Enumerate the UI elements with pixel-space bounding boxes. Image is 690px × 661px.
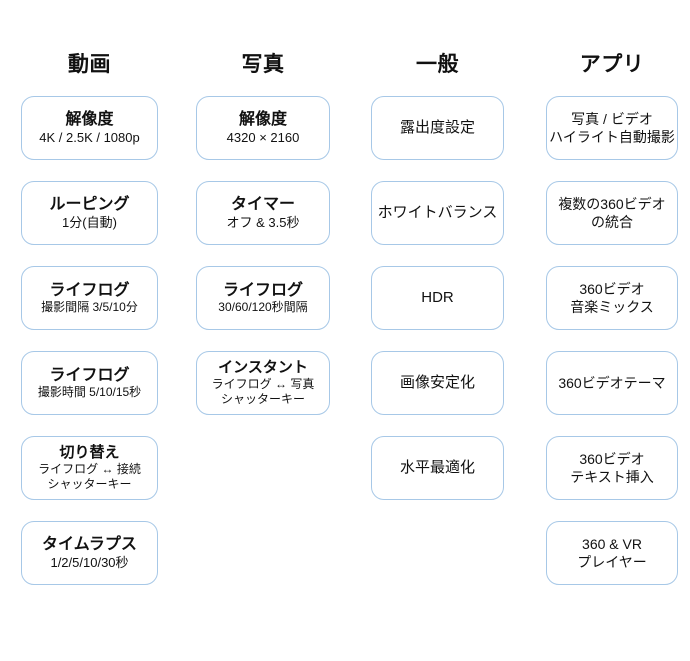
card-subtitle: の統合 <box>591 214 633 230</box>
card-title: 水平最適化 <box>399 458 475 476</box>
card-subtitle-line1: ライフログ ↔ 接続 <box>38 462 141 477</box>
column-app: アプリ 写真 / ビデオ ハイライト自動撮影 複数の360ビデオ の統合 360… <box>546 0 678 661</box>
column-photo: 写真 解像度 4320 × 2160 タイマー オフ & 3.5秒 ライフログ … <box>196 0 330 661</box>
card-subtitle: オフ & 3.5秒 <box>226 214 300 230</box>
column-header-general: 一般 <box>416 53 459 76</box>
column-header-photo: 写真 <box>241 53 285 76</box>
card-subtitle: テキスト挿入 <box>570 469 654 485</box>
card-general-exposure[interactable]: 露出度設定 <box>371 96 504 160</box>
column-general: 一般 露出度設定 ホワイトバランス HDR 画像安定化 水平最適化 <box>371 0 504 661</box>
card-general-hdr[interactable]: HDR <box>371 266 504 330</box>
card-title: 解像度 <box>238 111 287 129</box>
card-app-video-theme[interactable]: 360ビデオテーマ <box>546 351 678 415</box>
column-cards-video: 解像度 4K / 2.5K / 1080p ルーピング 1分(自動) ライフログ… <box>21 96 158 606</box>
card-title: 360ビデオ <box>579 450 645 467</box>
card-title: 写真 / ビデオ <box>571 110 653 127</box>
card-video-resolution[interactable]: 解像度 4K / 2.5K / 1080p <box>21 96 158 160</box>
card-title: タイムラプス <box>42 536 137 554</box>
card-title: 360ビデオ <box>579 280 645 297</box>
card-video-lifelog-duration[interactable]: ライフログ 撮影時間 5/10/15秒 <box>21 351 158 415</box>
column-cards-app: 写真 / ビデオ ハイライト自動撮影 複数の360ビデオ の統合 360ビデオ … <box>546 96 678 606</box>
card-subtitle-line2: シャッターキー <box>47 477 132 492</box>
column-video: 動画 解像度 4K / 2.5K / 1080p ルーピング 1分(自動) ライ… <box>21 0 158 661</box>
card-video-lifelog-interval[interactable]: ライフログ 撮影間隔 3/5/10分 <box>21 266 158 330</box>
card-video-switch[interactable]: 切り替え ライフログ ↔ 接続 シャッターキー <box>21 436 158 500</box>
card-photo-resolution[interactable]: 解像度 4320 × 2160 <box>196 96 330 160</box>
column-header-app: アプリ <box>579 53 645 76</box>
card-app-merge-360-videos[interactable]: 複数の360ビデオ の統合 <box>546 181 678 245</box>
card-subtitle: 音楽ミックス <box>570 299 654 315</box>
card-subtitle: 1/2/5/10/30秒 <box>50 554 129 570</box>
card-title: ライフログ <box>49 281 130 299</box>
card-app-auto-highlight[interactable]: 写真 / ビデオ ハイライト自動撮影 <box>546 96 678 160</box>
card-subtitle: 30/60/120秒間隔 <box>218 300 308 315</box>
card-video-looping[interactable]: ルーピング 1分(自動) <box>21 181 158 245</box>
card-subtitle: ハイライト自動撮影 <box>549 129 675 145</box>
card-title: 360ビデオテーマ <box>558 374 666 391</box>
card-subtitle: 1分(自動) <box>62 214 117 230</box>
column-cards-photo: 解像度 4320 × 2160 タイマー オフ & 3.5秒 ライフログ 30/… <box>196 96 330 436</box>
column-header-video: 動画 <box>68 53 111 76</box>
card-title: タイマー <box>230 196 295 214</box>
card-title: 360 & VR <box>582 535 642 552</box>
card-subtitle-line2: シャッターキー <box>220 392 305 407</box>
column-cards-general: 露出度設定 ホワイトバランス HDR 画像安定化 水平最適化 <box>371 96 504 521</box>
card-title: 画像安定化 <box>399 373 475 391</box>
card-general-white-balance[interactable]: ホワイトバランス <box>371 181 504 245</box>
card-photo-lifelog[interactable]: ライフログ 30/60/120秒間隔 <box>196 266 330 330</box>
card-subtitle: プレイヤー <box>577 554 647 570</box>
card-photo-timer[interactable]: タイマー オフ & 3.5秒 <box>196 181 330 245</box>
card-video-timelapse[interactable]: タイムラプス 1/2/5/10/30秒 <box>21 521 158 585</box>
card-subtitle: 撮影間隔 3/5/10分 <box>41 300 138 315</box>
card-title: 露出度設定 <box>399 118 475 136</box>
card-app-360-vr-player[interactable]: 360 & VR プレイヤー <box>546 521 678 585</box>
card-subtitle: 4320 × 2160 <box>226 129 300 145</box>
card-general-horizon-leveling[interactable]: 水平最適化 <box>371 436 504 500</box>
card-subtitle-line1: ライフログ ↔ 写真 <box>211 377 315 392</box>
card-subtitle: 4K / 2.5K / 1080p <box>39 129 140 145</box>
card-app-text-insert[interactable]: 360ビデオ テキスト挿入 <box>546 436 678 500</box>
card-title: HDR <box>421 288 454 306</box>
card-title: ルーピング <box>49 196 130 214</box>
card-subtitle: 撮影時間 5/10/15秒 <box>37 385 142 400</box>
card-title: インスタント <box>218 358 308 376</box>
card-title: 複数の360ビデオ <box>558 195 666 212</box>
card-title: 切り替え <box>59 443 120 461</box>
card-title: ライフログ <box>222 281 303 299</box>
card-title: ホワイトバランス <box>377 203 498 221</box>
card-photo-instant[interactable]: インスタント ライフログ ↔ 写真 シャッターキー <box>196 351 330 415</box>
card-general-image-stabilization[interactable]: 画像安定化 <box>371 351 504 415</box>
card-app-music-mix[interactable]: 360ビデオ 音楽ミックス <box>546 266 678 330</box>
card-title: 解像度 <box>65 111 114 129</box>
card-title: ライフログ <box>49 366 130 384</box>
